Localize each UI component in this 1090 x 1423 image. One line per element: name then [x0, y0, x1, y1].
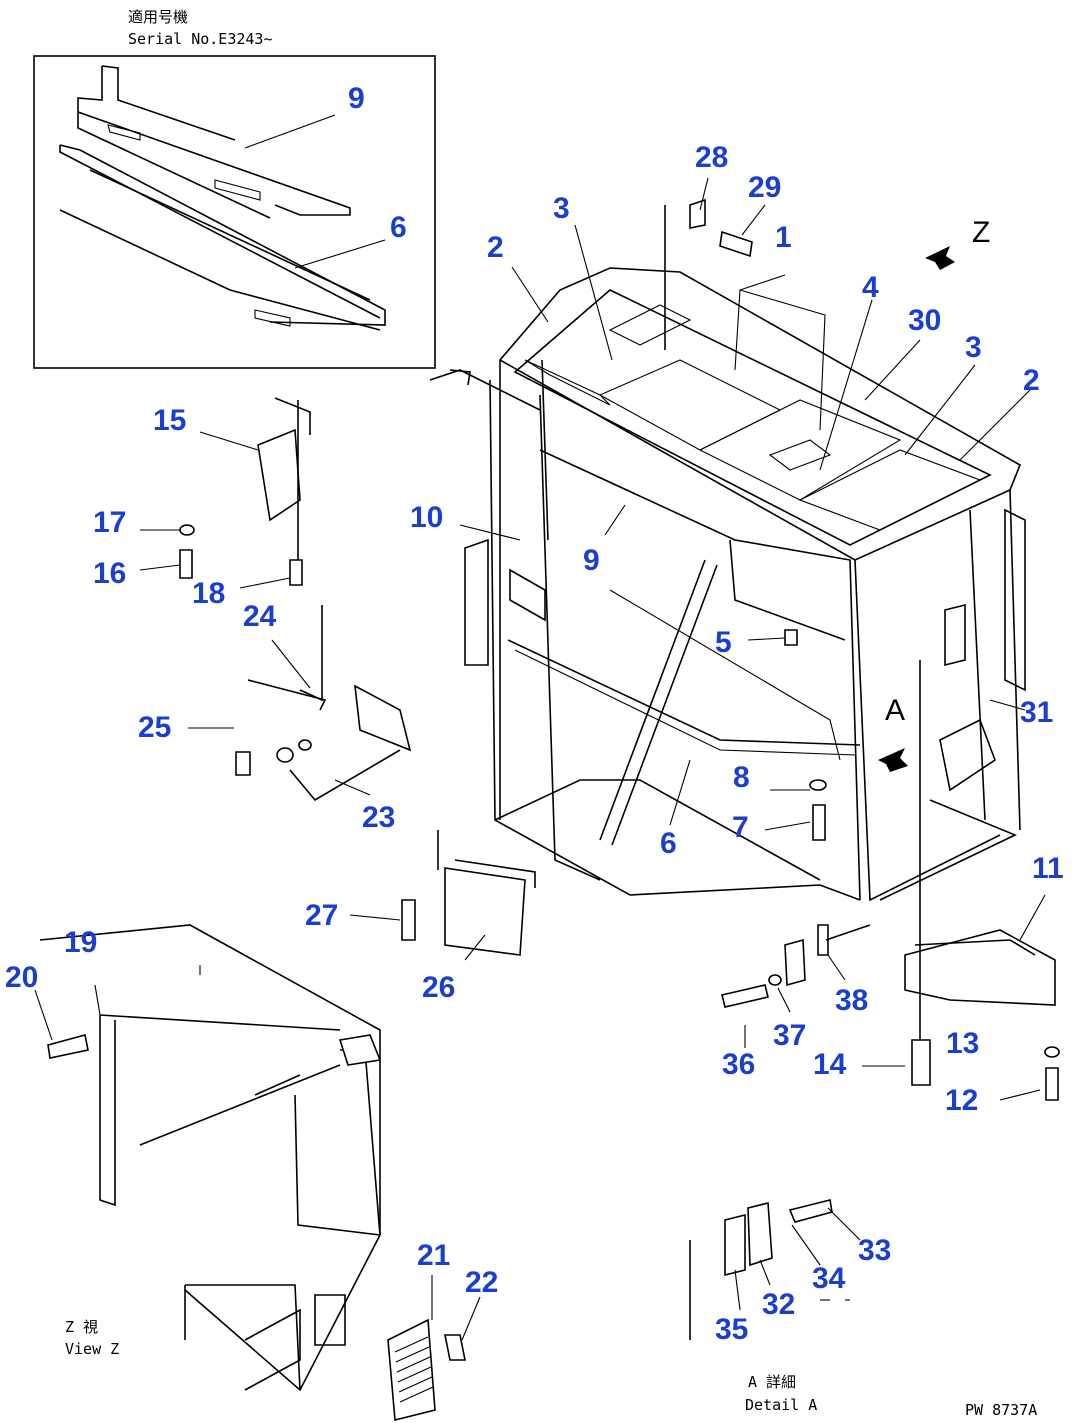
callout-38: 38 — [835, 984, 868, 1017]
callout-6: 6 — [660, 827, 677, 860]
callout-5: 5 — [715, 626, 732, 659]
serial-label-jp: 適用号機 — [128, 8, 188, 26]
callout-21: 21 — [417, 1239, 450, 1272]
callout-2b: 2 — [1023, 364, 1040, 397]
callout-8: 8 — [733, 761, 750, 794]
detail-a-caption-en: Detail A — [745, 1396, 817, 1414]
callout-22: 22 — [465, 1266, 498, 1299]
callout-35: 35 — [715, 1313, 748, 1346]
a-view-arrow — [878, 748, 908, 772]
lower-right-parts — [721, 660, 1060, 1101]
callout-28: 28 — [695, 141, 728, 174]
callout-27: 27 — [305, 899, 338, 932]
callout-17: 17 — [93, 506, 126, 539]
callout-11: 11 — [1032, 852, 1064, 885]
callout-13: 13 — [946, 1027, 979, 1060]
z-view-arrow — [925, 246, 955, 270]
callout-37: 37 — [773, 1019, 806, 1052]
callout-18: 18 — [192, 577, 225, 610]
callout-1: 1 — [775, 221, 792, 254]
view-z-drawing — [39, 924, 466, 1422]
callout-33: 33 — [858, 1234, 891, 1267]
callout-12: 12 — [945, 1084, 978, 1117]
callout-26: 26 — [422, 971, 455, 1004]
callout-14: 14 — [813, 1048, 847, 1081]
serial-label-en: Serial No.E3243~ — [128, 30, 273, 48]
a-view-label: A — [885, 694, 905, 727]
callout-34: 34 — [812, 1262, 846, 1295]
detail-a-caption-jp: A 詳細 — [748, 1373, 796, 1391]
callout-23: 23 — [362, 801, 395, 834]
callout-31: 31 — [1020, 696, 1053, 729]
callout-19: 19 — [64, 926, 97, 959]
callout-7: 7 — [732, 811, 749, 844]
drawing-code: PW 8737A — [965, 1401, 1037, 1419]
inset-detail: 9 6 — [33, 55, 436, 369]
z-view-label: Z — [972, 216, 990, 249]
inset-callout-6: 6 — [390, 211, 407, 244]
inset-callout-9: 9 — [348, 82, 365, 115]
cab-body — [429, 267, 1026, 902]
callout-25: 25 — [138, 711, 171, 744]
small-parts — [179, 198, 827, 956]
callout-10: 10 — [410, 501, 443, 534]
callout-4: 4 — [862, 271, 879, 304]
callout-3b: 3 — [965, 331, 982, 364]
callout-29: 29 — [748, 171, 781, 204]
callout-16: 16 — [93, 557, 126, 590]
callout-30: 30 — [908, 304, 941, 337]
callouts: 2 3 28 29 1 4 30 3 2 15 10 9 17 16 18 24… — [5, 141, 1064, 1346]
leader-lines — [34, 177, 1046, 1341]
callout-9: 9 — [583, 544, 600, 577]
callout-15: 15 — [153, 404, 186, 437]
callout-20: 20 — [5, 961, 38, 994]
view-z-caption-en: View Z — [65, 1340, 119, 1358]
callout-24: 24 — [243, 600, 277, 633]
callout-32: 32 — [762, 1288, 795, 1321]
callout-2: 2 — [487, 231, 504, 264]
detail-a-drawing — [689, 1199, 850, 1340]
view-z-caption-jp: Z 視 — [65, 1318, 98, 1336]
callout-3: 3 — [553, 192, 570, 225]
callout-36: 36 — [722, 1048, 755, 1081]
